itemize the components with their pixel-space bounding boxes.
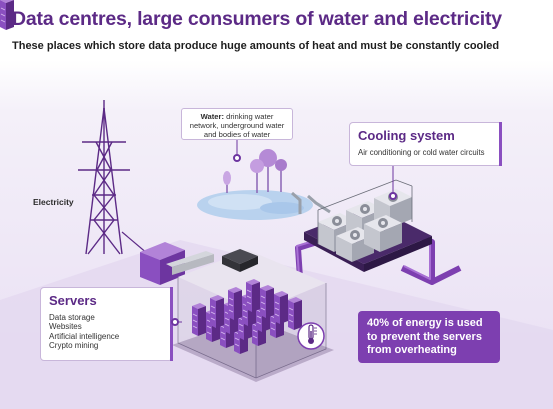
cooling-description: Air conditioning or cold water circuits: [358, 148, 485, 157]
water-description: drinking water network, underground wate…: [189, 112, 285, 139]
page-title: Data centres, large consumers of water a…: [12, 8, 502, 30]
servers-pin: [171, 318, 179, 326]
servers-title: Servers: [49, 293, 97, 308]
water-callout: Water: drinking water network, undergrou…: [181, 108, 293, 140]
page-subtitle: These places which store data produce hu…: [12, 40, 500, 52]
water-pin: [233, 154, 241, 162]
water-intake-pipe: [291, 191, 331, 214]
list-item: Artificial intelligence: [49, 331, 120, 341]
list-item: Data storage: [49, 313, 95, 322]
energy-note: 40% of energy is used to prevent the ser…: [367, 317, 483, 356]
server-rack-icon: [0, 0, 303, 355]
water-label: Water:: [200, 112, 224, 121]
cooling-pin: [389, 192, 397, 200]
electricity-pylon-icon: [78, 100, 130, 255]
thermometer-icon: [297, 322, 325, 350]
cooling-unit-icon: [304, 179, 432, 272]
transformer-box: [140, 242, 185, 285]
tree-icon: [223, 149, 287, 193]
energy-note-box: 40% of energy is used to prevent the ser…: [358, 311, 500, 363]
list-item: Websites: [49, 322, 82, 332]
cooling-callout: Cooling system Air conditioning or cold …: [349, 122, 502, 166]
servers-list: Data storage Websites Artificial intelli…: [49, 313, 164, 351]
cooling-title: Cooling system: [358, 128, 455, 143]
electricity-label: Electricity: [33, 197, 74, 207]
cooling-accent-bar: [499, 122, 502, 166]
power-cable: [121, 231, 149, 255]
list-item: Crypto mining: [49, 341, 99, 351]
water-pond: [197, 190, 313, 220]
power-duct: [166, 251, 214, 275]
water-text: Water: drinking water network, undergrou…: [187, 112, 287, 139]
servers-callout: Servers Data storage Websites Artificial…: [40, 287, 173, 361]
